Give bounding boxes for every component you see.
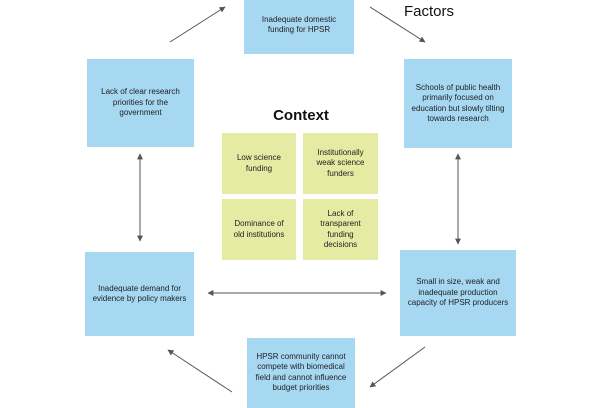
factor-box-schools-public-health: Schools of public health primarily focus… [404, 59, 512, 148]
context-title: Context [273, 107, 329, 124]
context-note-transparent-funding: Lack of transparent funding decisions [303, 199, 378, 260]
context-note-label: Institutionally weak science funders [316, 147, 365, 178]
factor-box-label: Inadequate domestic funding for HPSR [261, 14, 337, 34]
context-note-label: Low science funding [236, 153, 282, 173]
arrow-mid-right-to-bottom [369, 346, 426, 388]
factor-box-policy-demand: Inadequate demand for evidence by policy… [85, 252, 194, 336]
factor-box-label: Schools of public health primarily focus… [411, 82, 505, 123]
factor-box-label: Lack of clear research priorities for th… [101, 87, 180, 118]
arrow-top-to-top-right [369, 6, 426, 43]
factor-box-hpsr-producers: Small in size, weak and inadequate produ… [400, 250, 516, 336]
factor-box-domestic-funding: Inadequate domestic funding for HPSR [244, 0, 354, 54]
context-note-weak-science-funders: Institutionally weak science funders [303, 133, 378, 194]
context-note-label: Dominance of old institutions [233, 219, 285, 239]
factor-box-label: Inadequate demand for evidence by policy… [92, 283, 187, 303]
arrow-bottom-to-mid-left [167, 349, 233, 393]
factor-box-hpsr-community: HPSR community cannot compete with biome… [247, 338, 355, 408]
factor-box-research-priorities: Lack of clear research priorities for th… [87, 59, 194, 147]
factor-box-label: Small in size, weak and inadequate produ… [407, 277, 509, 308]
arrow-top-left-to-top [169, 6, 226, 43]
factors-title: Factors [404, 3, 455, 20]
context-note-old-institutions: Dominance of old institutions [222, 199, 296, 260]
factor-box-label: HPSR community cannot compete with biome… [255, 352, 347, 393]
context-note-label: Lack of transparent funding decisions [320, 208, 361, 249]
context-note-low-science-funding: Low science funding [222, 133, 296, 194]
